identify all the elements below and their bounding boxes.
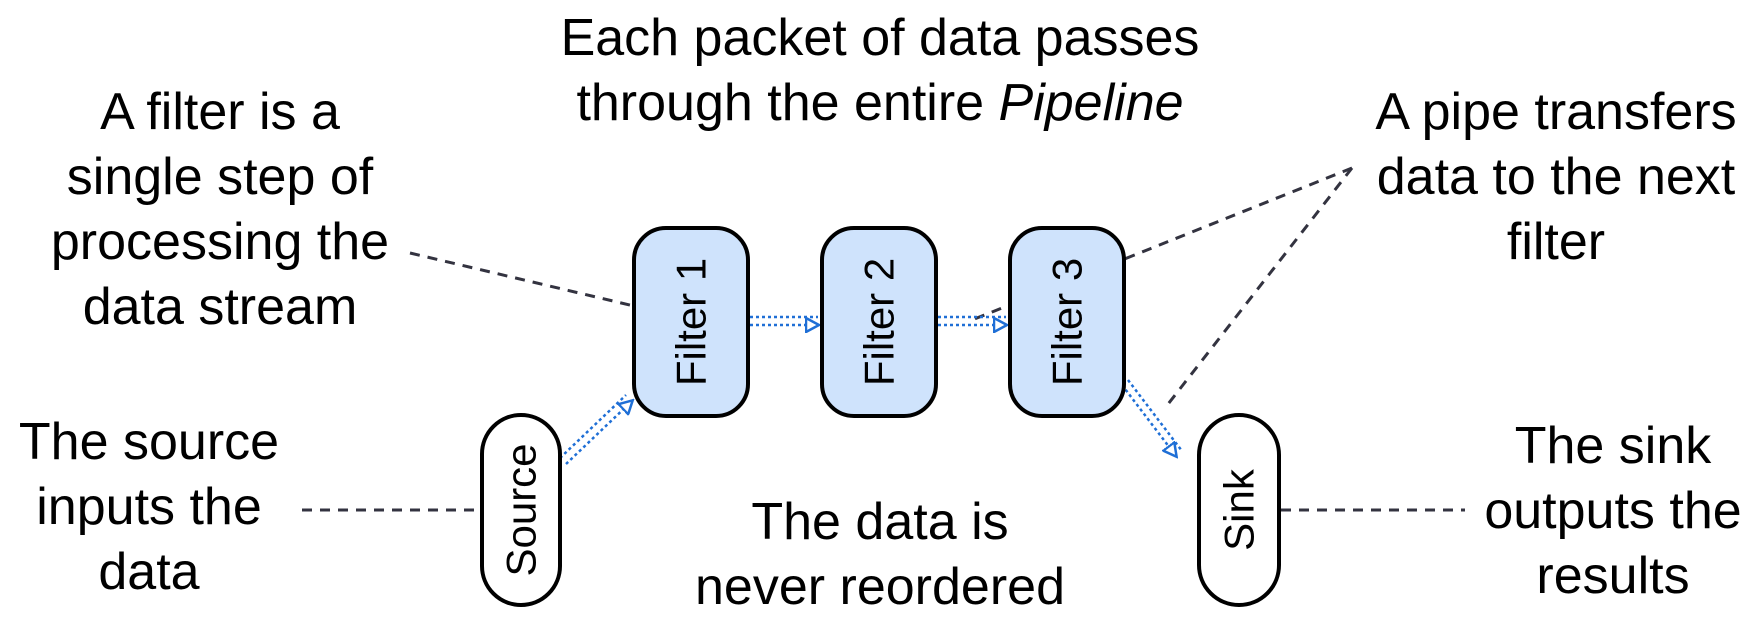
pipes — [559, 315, 1183, 465]
node-filter1: Filter 1 — [632, 226, 750, 418]
annotation-top-line2-prefix: through the entire — [576, 74, 999, 132]
annotation-sink-line: results — [1536, 547, 1690, 605]
node-sink: Sink — [1197, 413, 1281, 607]
annotation-pipe-line: data to the next — [1376, 148, 1736, 206]
node-filter3: Filter 3 — [1008, 226, 1126, 418]
annotation-sink-line: The sink — [1514, 417, 1712, 475]
leader-filter — [409, 251, 635, 308]
annotation-pipe: A pipe transfers data to the next filter — [1356, 80, 1756, 275]
annotation-source-line: inputs the — [36, 478, 262, 536]
node-source: Source — [480, 413, 562, 607]
annotation-filter-line: data stream — [82, 278, 358, 336]
leader-lines — [302, 166, 1465, 512]
pipe-filter3-sink — [1121, 379, 1183, 456]
annotation-top-line1: Each packet of data passes — [560, 9, 1200, 67]
pipe-filter2-filter3 — [938, 315, 1006, 325]
leader-pipe-a — [971, 166, 1353, 322]
annotation-pipe-line: filter — [1506, 213, 1606, 271]
annotation-source-line: The source — [18, 413, 280, 471]
pipe-source-filter1 — [559, 394, 632, 465]
annotation-filter: A filter is a single step of processing … — [20, 80, 420, 340]
annotation-top-line2: through the entire Pipeline — [480, 71, 1280, 136]
annotation-sink-line: outputs the — [1484, 482, 1742, 540]
node-filter2-label: Filter 2 — [856, 258, 903, 386]
node-sink-label: Sink — [1216, 468, 1263, 551]
annotation-top-line2-emphasis: Pipeline — [998, 74, 1184, 132]
annotation-source: The source inputs the data — [0, 410, 298, 605]
annotation-source-line: data — [98, 543, 200, 601]
leader-pipe-b — [1163, 167, 1354, 409]
annotation-sink: The sink outputs the results — [1469, 414, 1757, 609]
annotation-order: The data is never reordered — [670, 490, 1090, 620]
annotation-filter-line: single step of — [66, 148, 374, 206]
annotation-top: Each packet of data passes through the e… — [480, 6, 1280, 136]
annotation-pipe-line: A pipe transfers — [1375, 83, 1737, 141]
node-filter2: Filter 2 — [820, 226, 938, 418]
annotation-filter-line: processing the — [50, 213, 390, 271]
node-source-label: Source — [498, 443, 545, 576]
node-filter1-label: Filter 1 — [668, 258, 715, 386]
annotation-order-line: The data is — [751, 493, 1009, 551]
pipe-filter1-filter2 — [750, 315, 818, 325]
node-filter3-label: Filter 3 — [1044, 258, 1091, 386]
annotation-order-line: never reordered — [695, 558, 1065, 616]
annotation-filter-line: A filter is a — [100, 83, 340, 141]
